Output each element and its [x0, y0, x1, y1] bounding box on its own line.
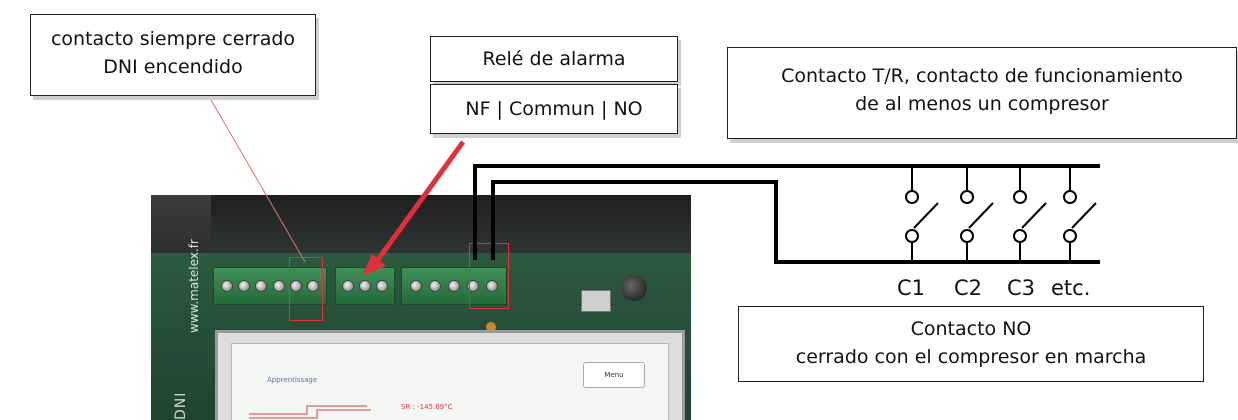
lcd-title: Apprentissage — [267, 376, 318, 384]
screw-icon — [375, 280, 388, 292]
screw-icon — [307, 280, 320, 292]
screw-icon — [467, 280, 480, 292]
callout-no-line2: cerrado con el compresor en marcha — [795, 346, 1147, 368]
compressor-label-etc: etc. — [1051, 276, 1091, 300]
alarm-arrow — [369, 140, 466, 270]
wire-lower — [491, 180, 1100, 264]
callout-tr-line1: Contacto T/R, contacto de funcionamiento — [781, 65, 1183, 87]
leader-line-dni — [206, 92, 306, 263]
contact-etc — [1063, 166, 1097, 262]
terminal-block-3 — [401, 267, 507, 305]
callout-tr-contact: Contacto T/R, contacto de funcionamiento… — [727, 47, 1237, 139]
contact-c2 — [960, 166, 994, 262]
capacitor — [621, 275, 647, 301]
terminal-block-alarm — [335, 267, 395, 305]
contact-c3 — [1013, 166, 1047, 262]
wire-upper — [473, 164, 1100, 260]
screw-icon — [255, 280, 268, 292]
callout-alarm-terminals: NF | Commun | NO — [430, 84, 678, 134]
lcd-menu-button: Menu — [583, 362, 645, 388]
callout-alarm-title: Relé de alarma — [430, 36, 678, 82]
arrowhead-icon — [362, 254, 386, 276]
compressor-label-c2: C2 — [954, 276, 983, 300]
screw-icon — [358, 280, 371, 292]
screw-icon — [447, 280, 460, 292]
screw-icon — [409, 280, 422, 292]
screw-icon — [428, 280, 441, 292]
screw-icon — [220, 280, 233, 292]
alarm-relay-title: Relé de alarma — [482, 48, 626, 70]
callout-tr-line2: de al menos un compresor — [855, 93, 1109, 115]
callout-dni-line1: contacto siempre cerrado — [50, 28, 296, 50]
lcd-curve — [249, 405, 371, 419]
alarm-relay-terminals: NF | Commun | NO — [465, 98, 643, 120]
board-component — [486, 322, 496, 332]
callout-dni-line2: DNI encendido — [103, 56, 243, 78]
screw-icon — [289, 280, 302, 292]
highlight-tr-contact — [469, 243, 509, 309]
terminal-block-1 — [213, 267, 327, 305]
screw-icon — [237, 280, 250, 292]
board-photo: www.matelex.fr DNI Apprentissage Menu SR… — [151, 195, 691, 420]
compressor-label-c3: C3 — [1007, 276, 1036, 300]
highlight-dni-contact — [289, 257, 323, 321]
enclosure-top — [211, 195, 691, 253]
board-component — [581, 290, 611, 312]
contact-c1 — [905, 166, 939, 262]
callout-no-contact: Contacto NO cerrado con el compresor en … — [738, 306, 1204, 382]
screw-icon — [272, 280, 285, 292]
lcd-value: SR : -145.69°C — [401, 403, 453, 411]
compressor-label-c1: C1 — [897, 276, 926, 300]
screw-icon — [486, 280, 499, 292]
callout-dni-contact: contacto siempre cerrado DNI encendido — [30, 14, 316, 96]
callout-no-line1: Contacto NO — [910, 318, 1032, 340]
screw-icon — [342, 280, 355, 292]
